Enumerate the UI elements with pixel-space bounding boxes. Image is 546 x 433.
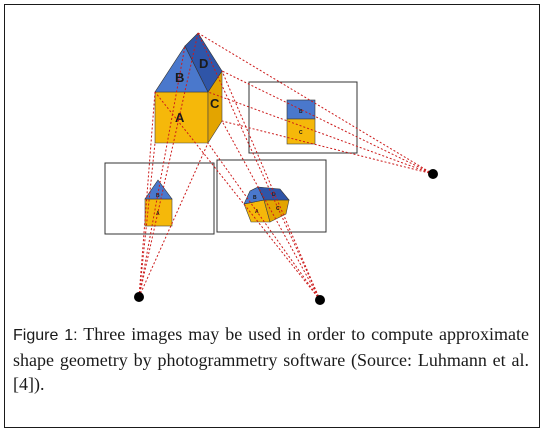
- image-middle-label-d: D: [272, 192, 276, 198]
- face-label-a: A: [175, 110, 185, 125]
- projection-rays: [138, 32, 434, 301]
- caption-label: Figure 1:: [13, 327, 78, 344]
- caption-text: Three images may be used in order to com…: [13, 324, 529, 394]
- figure-caption: Figure 1: Three images may be used in or…: [13, 322, 529, 396]
- photogrammetry-diagram: A B C D B C B A B D A C: [104, 32, 438, 305]
- face-label-b: B: [175, 70, 184, 85]
- image-middle-label-b: B: [253, 195, 257, 201]
- camera-point-left: [134, 292, 144, 302]
- face-label-d: D: [199, 56, 208, 71]
- camera-point-middle: [315, 295, 325, 305]
- image-frame-right: B C: [248, 81, 358, 154]
- house-3d: A B C D: [154, 32, 223, 145]
- image-right-label-c: C: [299, 130, 303, 136]
- camera-point-right: [428, 169, 438, 179]
- image-frame-middle: B D A C: [216, 159, 327, 233]
- face-label-c: C: [210, 96, 220, 111]
- image-frame-left: B A: [104, 162, 215, 235]
- image-right-label-b: B: [299, 109, 303, 115]
- image-left-label-b: B: [156, 193, 160, 199]
- camera-points: [134, 169, 438, 305]
